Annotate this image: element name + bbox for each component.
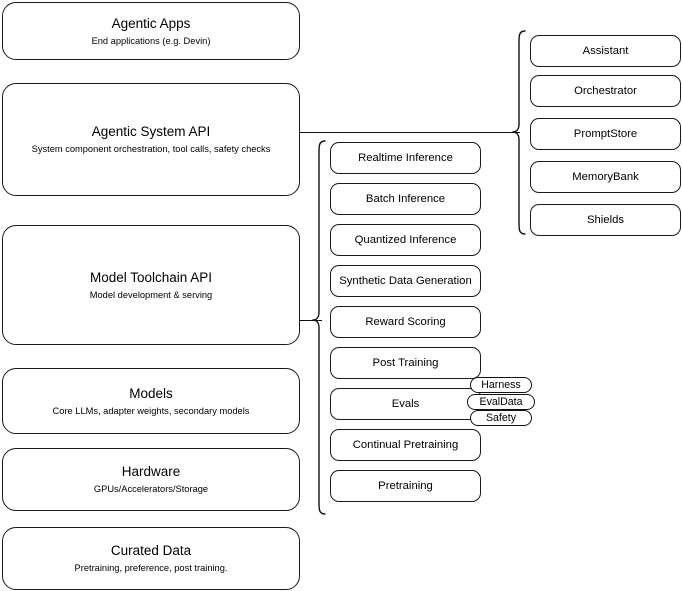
- capability-box-evals[interactable]: Evals: [330, 388, 481, 420]
- layer-title: Agentic Apps: [111, 15, 191, 31]
- eval-tag-safety[interactable]: Safety: [470, 410, 532, 426]
- layer-subtitle: Model development & serving: [89, 289, 213, 300]
- capability-label: Evals: [391, 398, 420, 410]
- component-box-orchestrator[interactable]: Orchestrator: [530, 75, 681, 107]
- layer-box-curated-data[interactable]: Curated Data Pretraining, preference, po…: [2, 527, 300, 590]
- component-box-promptstore[interactable]: PromptStore: [530, 118, 681, 150]
- capability-box-batch-inference[interactable]: Batch Inference: [330, 183, 481, 215]
- layer-box-agentic-system-api[interactable]: Agentic System API System component orch…: [2, 83, 300, 196]
- capability-box-quantized-inference[interactable]: Quantized Inference: [330, 224, 481, 256]
- capability-box-post-training[interactable]: Post Training: [330, 347, 481, 379]
- layer-title: Curated Data: [110, 543, 192, 558]
- layer-title: Hardware: [121, 464, 181, 479]
- layer-box-models[interactable]: Models Core LLMs, adapter weights, secon…: [2, 368, 300, 434]
- capability-label: Reward Scoring: [365, 316, 446, 328]
- capability-label: Post Training: [372, 357, 439, 369]
- capability-box-synthetic-data-generation[interactable]: Synthetic Data Generation: [330, 265, 481, 297]
- eval-tag-label: EvalData: [479, 395, 523, 408]
- layer-subtitle: End applications (e.g. Devin): [91, 35, 211, 46]
- component-label: Orchestrator: [574, 85, 637, 97]
- capability-label: Continual Pretraining: [352, 439, 459, 451]
- capability-label: Synthetic Data Generation: [339, 275, 472, 287]
- layer-box-agentic-apps[interactable]: Agentic Apps End applications (e.g. Devi…: [2, 2, 300, 60]
- capability-box-continual-pretraining[interactable]: Continual Pretraining: [330, 429, 481, 461]
- eval-tag-evaldata[interactable]: EvalData: [467, 394, 535, 410]
- eval-tag-label: Harness: [481, 378, 521, 391]
- capability-box-pretraining[interactable]: Pretraining: [330, 470, 481, 502]
- capability-label: Batch Inference: [365, 193, 446, 205]
- eval-tag-harness[interactable]: Harness: [470, 377, 532, 393]
- layer-subtitle: Core LLMs, adapter weights, secondary mo…: [52, 405, 250, 416]
- layer-title: Model Toolchain API: [89, 269, 213, 285]
- eval-tag-label: Safety: [485, 411, 517, 424]
- capability-label: Pretraining: [378, 480, 433, 492]
- component-box-shields[interactable]: Shields: [530, 204, 681, 236]
- capability-box-reward-scoring[interactable]: Reward Scoring: [330, 306, 481, 338]
- component-box-memorybank[interactable]: MemoryBank: [530, 161, 681, 193]
- curly-brace-system-components: [512, 30, 526, 235]
- layer-box-model-toolchain-api[interactable]: Model Toolchain API Model development & …: [2, 225, 300, 345]
- component-box-assistant[interactable]: Assistant: [530, 35, 681, 67]
- layer-title: Models: [129, 385, 173, 401]
- layer-title: Agentic System API: [91, 124, 211, 139]
- layer-subtitle: System component orchestration, tool cal…: [31, 144, 271, 154]
- capability-label: Quantized Inference: [354, 234, 457, 246]
- connector-line-toolchain-to-capabilities: [300, 320, 322, 321]
- component-label: Assistant: [582, 45, 629, 57]
- capability-box-realtime-inference[interactable]: Realtime Inference: [330, 142, 481, 174]
- layer-box-hardware[interactable]: Hardware GPUs/Accelerators/Storage: [2, 448, 300, 511]
- layer-subtitle: Pretraining, preference, post training.: [74, 563, 228, 573]
- connector-line-system-api-to-components: [300, 132, 520, 133]
- component-label: Shields: [586, 214, 625, 226]
- component-label: PromptStore: [573, 128, 638, 140]
- capability-label: Realtime Inference: [358, 152, 453, 164]
- layer-subtitle: GPUs/Accelerators/Storage: [93, 484, 209, 494]
- curly-brace-toolchain-capabilities: [312, 140, 326, 515]
- component-label: MemoryBank: [572, 171, 639, 183]
